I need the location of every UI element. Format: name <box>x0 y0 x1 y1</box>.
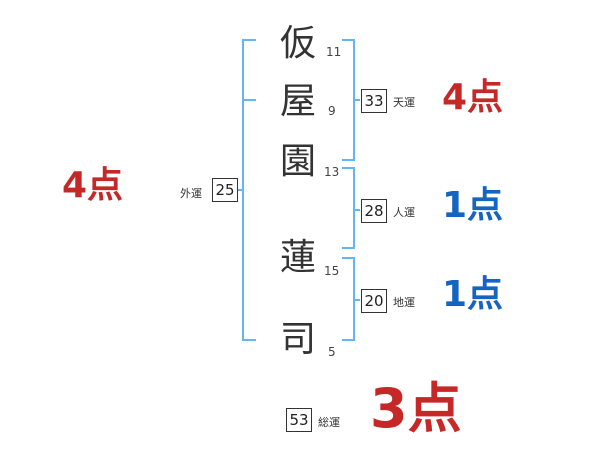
stroke-count-2: 9 <box>328 104 336 118</box>
outer-bracket <box>242 39 256 341</box>
gaikaku-value: 25 <box>212 178 238 202</box>
tenkaku-bracket <box>342 39 355 161</box>
gaikaku-score: 4点 <box>62 165 124 206</box>
jinkaku-bracket <box>342 167 355 249</box>
stroke-count-1: 11 <box>326 45 342 59</box>
soukaku-value: 53 <box>286 408 312 432</box>
chikaku-bracket <box>342 257 355 341</box>
gaikaku-label: 外運 <box>180 187 202 200</box>
name-char-3: 園 <box>279 141 316 182</box>
chikaku-label: 地運 <box>393 296 415 309</box>
soukaku-label: 総運 <box>318 416 340 429</box>
jinkaku-score: 1点 <box>442 185 504 226</box>
stroke-count-3: 13 <box>324 165 340 179</box>
jinkaku-label: 人運 <box>393 206 415 219</box>
jinkaku-value: 28 <box>361 199 387 223</box>
chikaku-score: 1点 <box>442 274 504 315</box>
name-char-5: 司 <box>279 319 316 360</box>
name-char-2: 屋 <box>279 81 316 122</box>
name-char-1: 仮 <box>279 23 316 64</box>
tenkaku-label: 天運 <box>393 96 415 109</box>
chikaku-value: 20 <box>361 289 387 313</box>
stroke-count-5: 5 <box>328 345 336 359</box>
tenkaku-score: 4点 <box>442 77 504 118</box>
stroke-count-4: 15 <box>324 264 340 278</box>
name-char-4: 蓮 <box>279 237 316 278</box>
tenkaku-value: 33 <box>361 89 387 113</box>
soukaku-score: 3点 <box>370 377 462 440</box>
